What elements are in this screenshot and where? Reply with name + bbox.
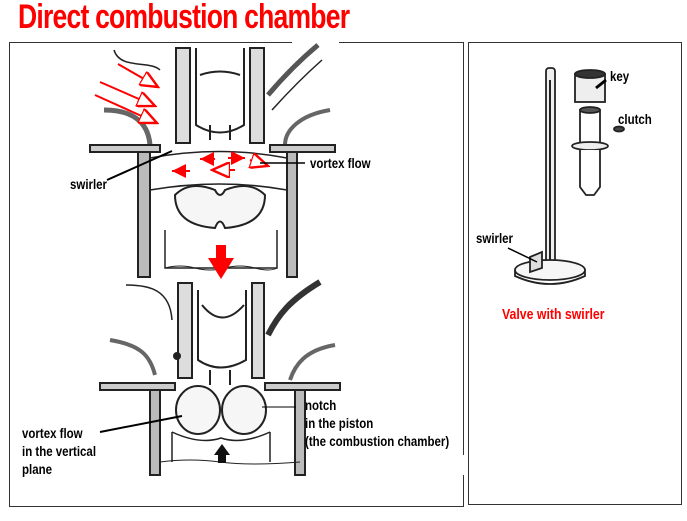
sequence-arrow-down-icon: [208, 245, 234, 279]
piston-up-arrow-icon: [214, 444, 230, 463]
vortex-vertical-leader-line: [99, 415, 183, 433]
vortex-vertical-label-line2: in the vertical: [22, 443, 97, 459]
vortex-vertical-label-line1: vortex flow: [22, 425, 83, 441]
swirler-leader-line: [106, 150, 173, 181]
valve-caption: Valve with swirler: [502, 306, 605, 323]
bottom-engine-cross-section: [99, 279, 341, 476]
valve-illustration: [514, 67, 625, 285]
vortex-flow-label: vortex flow: [310, 155, 371, 171]
valve-swirler-label: swirler: [476, 230, 514, 246]
vortex-vertical-label-line3: plane: [22, 461, 52, 477]
page-title: Direct combustion chamber: [18, 0, 350, 36]
notch-label-line2: in the piston: [305, 415, 374, 431]
clutch-label: clutch: [618, 111, 652, 127]
top-engine-cross-section: [89, 43, 336, 278]
key-label: key: [610, 68, 630, 84]
vortex-flow-arrows: [172, 151, 268, 178]
panel-border-gap-right: [460, 455, 466, 475]
notch-label-line3: (the combustion chamber): [305, 433, 450, 449]
panel-border-gap: [292, 40, 339, 44]
swirler-label: swirler: [70, 176, 108, 192]
valve-swirler-leader-line: [507, 247, 538, 263]
notch-label-line1: notch: [305, 397, 337, 413]
intake-flow-arrows: [94, 63, 158, 123]
